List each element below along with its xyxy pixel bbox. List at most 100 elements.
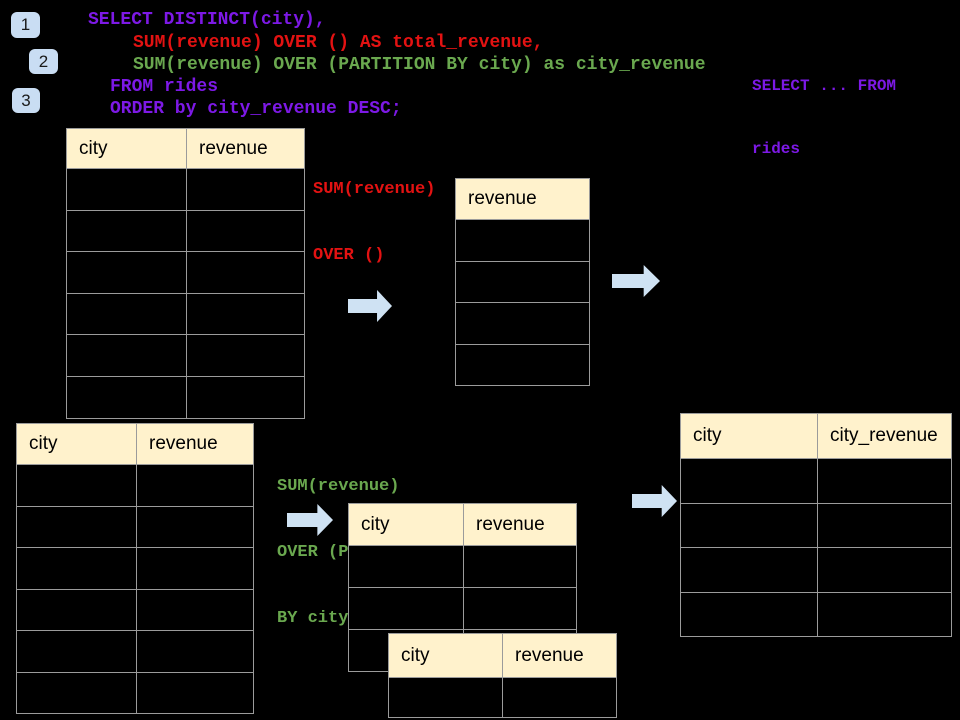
table-cell	[137, 631, 253, 672]
step-2-label: 2	[38, 51, 49, 71]
flow-arrow-icon	[612, 265, 660, 297]
table-cell	[464, 546, 576, 587]
column-header-city-revenue: city_revenue	[830, 425, 938, 446]
table-cell	[17, 465, 137, 506]
column-header-revenue: revenue	[515, 644, 584, 666]
table-cell	[17, 548, 137, 589]
table-cell	[187, 294, 304, 335]
table-cell	[681, 503, 818, 547]
table-row	[681, 591, 951, 637]
table-row	[456, 260, 589, 303]
table-cell	[349, 588, 464, 629]
table-row	[17, 630, 253, 672]
table-cell	[187, 335, 304, 376]
sql-line-from: FROM rides	[110, 77, 219, 97]
table-row	[67, 209, 304, 252]
annotation-total-line-1: SUM(revenue)	[313, 180, 436, 199]
table-cell	[137, 673, 253, 714]
table-header-row: city revenue	[389, 634, 616, 677]
table-cell	[681, 459, 818, 503]
table-cell	[137, 548, 253, 589]
step-3-badge: 3	[12, 88, 40, 113]
step-1-badge: 1	[11, 12, 40, 38]
table-cell	[17, 631, 137, 672]
table-row	[456, 219, 589, 261]
table-cell	[67, 169, 187, 210]
table-row	[67, 375, 304, 418]
table-row	[67, 334, 304, 376]
sql-line-total-revenue: SUM(revenue) OVER () AS total_revenue,	[133, 33, 544, 53]
table-cell	[17, 589, 137, 630]
table-cell	[137, 590, 253, 631]
table-row	[681, 547, 951, 592]
sql-line-order-by: ORDER by city_revenue DESC;	[110, 99, 402, 119]
table-source-bottom: city revenue	[16, 423, 254, 714]
table-row	[456, 343, 589, 386]
column-header-revenue: revenue	[468, 188, 537, 209]
side-note-line-2: rides	[752, 140, 801, 158]
table-cell	[818, 459, 951, 503]
table-cell	[349, 546, 464, 587]
side-note: SELECT ... FROM rides	[752, 34, 896, 202]
table-cell	[137, 465, 253, 506]
table-cell	[818, 504, 951, 548]
sql-line-select: SELECT DISTINCT(city),	[88, 10, 326, 30]
table-row	[349, 587, 576, 629]
table-result: city city_revenue	[680, 413, 952, 637]
annotation-partition-line-1: SUM(revenue)	[277, 477, 400, 496]
table-cell	[681, 548, 818, 592]
table-header-row: city city_revenue	[681, 414, 951, 458]
table-cell	[456, 262, 589, 303]
annotation-total-line-2: OVER ()	[313, 246, 385, 265]
side-note-line-1: SELECT ... FROM	[752, 77, 897, 95]
table-row	[389, 677, 616, 717]
column-header-city: city	[67, 129, 187, 168]
table-row	[17, 547, 253, 589]
table-row	[67, 251, 304, 293]
table-row	[17, 505, 253, 547]
table-cell	[681, 592, 818, 636]
column-header-city: city	[389, 634, 503, 677]
annotation-total-revenue: SUM(revenue) OVER ()	[313, 135, 435, 311]
table-cell	[818, 593, 951, 637]
table-cell	[503, 678, 616, 717]
table-total-revenue: revenue	[455, 178, 590, 386]
step-2-badge: 2	[29, 49, 58, 74]
table-cell	[67, 293, 187, 335]
annotation-partition-line-3: BY city)	[277, 609, 359, 628]
table-row	[17, 588, 253, 631]
table-cell	[67, 335, 187, 376]
column-header-city: city	[681, 414, 818, 458]
table-row	[17, 464, 253, 506]
table-cell	[67, 252, 187, 293]
step-1-label: 1	[20, 15, 31, 34]
table-row	[681, 502, 951, 548]
table-header-row: revenue	[456, 179, 589, 219]
table-partition-group-front: city revenue	[388, 633, 617, 718]
column-header-revenue: revenue	[149, 433, 218, 454]
table-row	[67, 168, 304, 210]
step-3-label: 3	[21, 90, 31, 110]
table-cell	[464, 588, 576, 629]
table-cell	[187, 169, 304, 210]
column-header-revenue: revenue	[199, 137, 268, 159]
table-row	[67, 292, 304, 335]
table-cell	[456, 220, 589, 261]
sql-line-city-revenue: SUM(revenue) OVER (PARTITION BY city) as…	[133, 55, 706, 75]
flow-arrow-icon	[632, 485, 677, 517]
table-row	[17, 671, 253, 714]
table-header-row: city revenue	[17, 424, 253, 464]
table-cell	[17, 506, 137, 547]
table-cell	[456, 303, 589, 344]
table-cell	[67, 376, 187, 418]
table-header-row: city revenue	[67, 129, 304, 168]
table-cell	[67, 210, 187, 252]
table-cell	[818, 548, 951, 592]
table-cell	[187, 377, 304, 418]
table-row	[681, 458, 951, 503]
table-cell	[456, 345, 589, 386]
column-header-city: city	[349, 504, 464, 545]
table-header-row: city revenue	[349, 504, 576, 545]
table-cell	[389, 678, 503, 717]
